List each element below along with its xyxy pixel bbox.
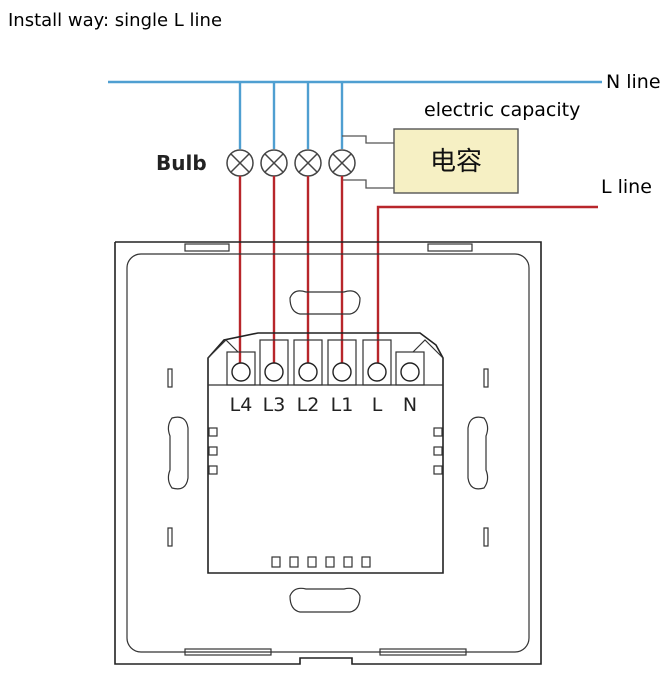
electric-capacity-label: electric capacity	[424, 99, 580, 121]
terminal-label-l2: L2	[297, 394, 320, 416]
mounting-slot-bottom	[289, 587, 361, 613]
bulb-icon	[294, 149, 322, 177]
terminal-block	[226, 351, 256, 386]
terminal-block	[327, 339, 357, 386]
capacitor-chinese-label: 电容	[430, 147, 482, 177]
terminal-block	[362, 339, 392, 386]
capacitor-box	[393, 128, 519, 194]
terminal-label-n: N	[403, 394, 417, 416]
module-bottom-pins	[271, 556, 371, 568]
n-line-label: N line	[606, 71, 661, 93]
module-side-pins-left	[208, 427, 218, 475]
terminal-block	[293, 339, 323, 386]
diagram-title: Install way: single L line	[8, 10, 222, 31]
capacitor-lead-top	[342, 135, 394, 144]
switch-module	[207, 384, 444, 574]
terminal-label-l4: L4	[230, 394, 253, 416]
l-line-label: L line	[601, 176, 652, 198]
panel-side-marks	[167, 368, 489, 547]
terminal-block	[395, 351, 425, 386]
bulb-icon	[226, 149, 254, 177]
mounting-slot-top	[289, 290, 361, 315]
terminal-wedge-left	[207, 339, 239, 359]
terminal-block	[259, 339, 289, 386]
terminal-wedge-right	[412, 339, 444, 359]
terminal-label-l3: L3	[263, 394, 286, 416]
module-side-pins-right	[433, 427, 443, 475]
terminal-label-l1: L1	[331, 394, 354, 416]
l-line-wire	[376, 205, 598, 372]
bulb-label: Bulb	[156, 151, 207, 175]
capacitor-lead-bottom	[342, 179, 394, 189]
switch-panel	[114, 241, 542, 665]
mounting-slot-left	[167, 416, 189, 490]
bulb-icon	[260, 149, 288, 177]
terminal-label-l: L	[372, 394, 383, 416]
mounting-slot-right	[467, 416, 489, 490]
bulb-icon	[328, 149, 356, 177]
